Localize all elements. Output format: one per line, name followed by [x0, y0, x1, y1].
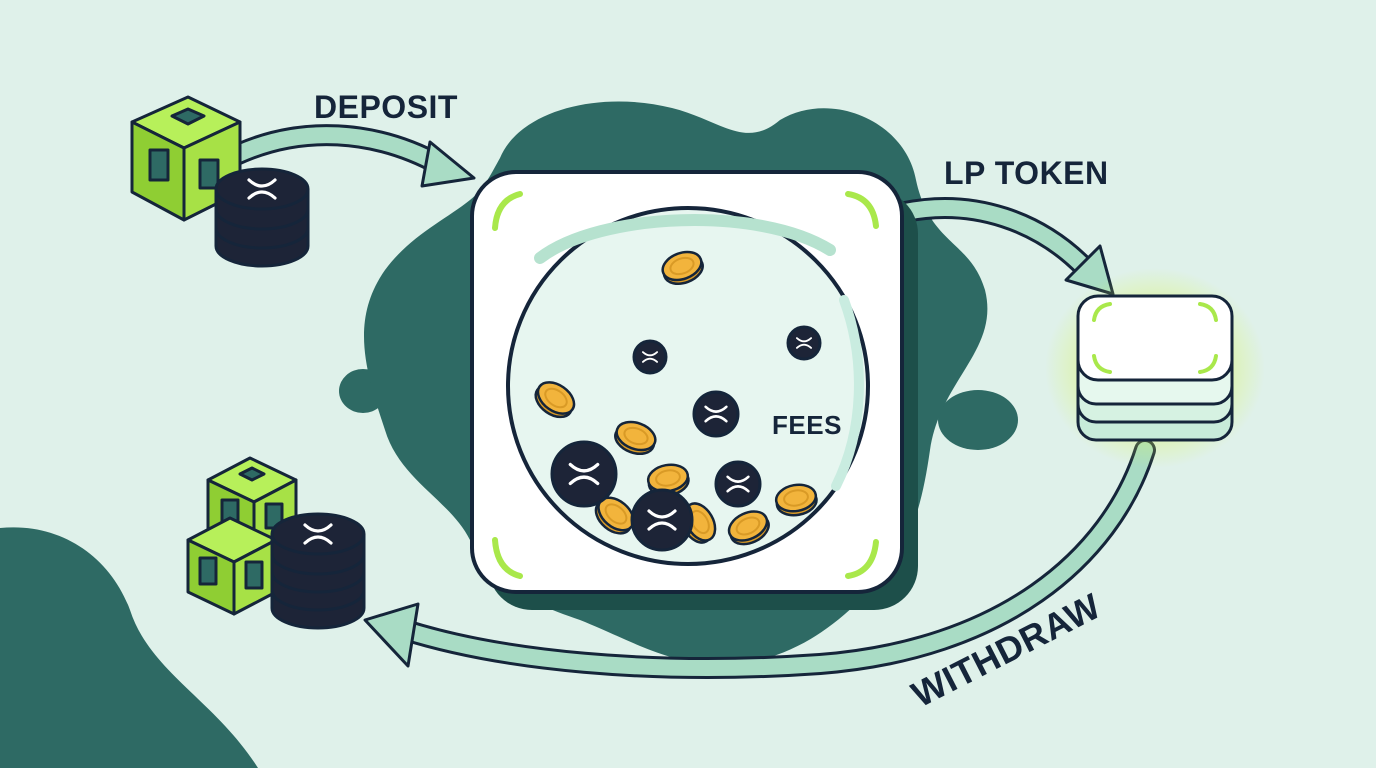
green-cube-stack-icon — [186, 456, 298, 616]
xrp-coin — [630, 488, 694, 552]
withdraw-arrow — [363, 439, 1156, 679]
liquidity-pool-jar-icon — [470, 170, 918, 610]
deposit-arrow — [211, 124, 476, 188]
withdraw-assets — [186, 456, 366, 630]
lp-token-label: LP TOKEN — [944, 155, 1109, 191]
xrp-coin — [692, 390, 740, 438]
small-blob-right — [938, 390, 1018, 450]
deposit-assets — [130, 95, 310, 268]
xrp-coin — [550, 440, 618, 508]
bottom-left-blob — [0, 527, 258, 768]
deposit-label: DEPOSIT — [314, 89, 458, 125]
xrp-coin — [786, 325, 822, 361]
xrp-coin-stack-icon — [214, 167, 310, 268]
xrp-coin — [632, 339, 668, 375]
xrp-coin — [714, 460, 762, 508]
lp-token-stack-icon — [1045, 268, 1265, 468]
xrp-coin-stack-icon — [270, 512, 366, 630]
fees-label: FEES — [772, 410, 842, 440]
